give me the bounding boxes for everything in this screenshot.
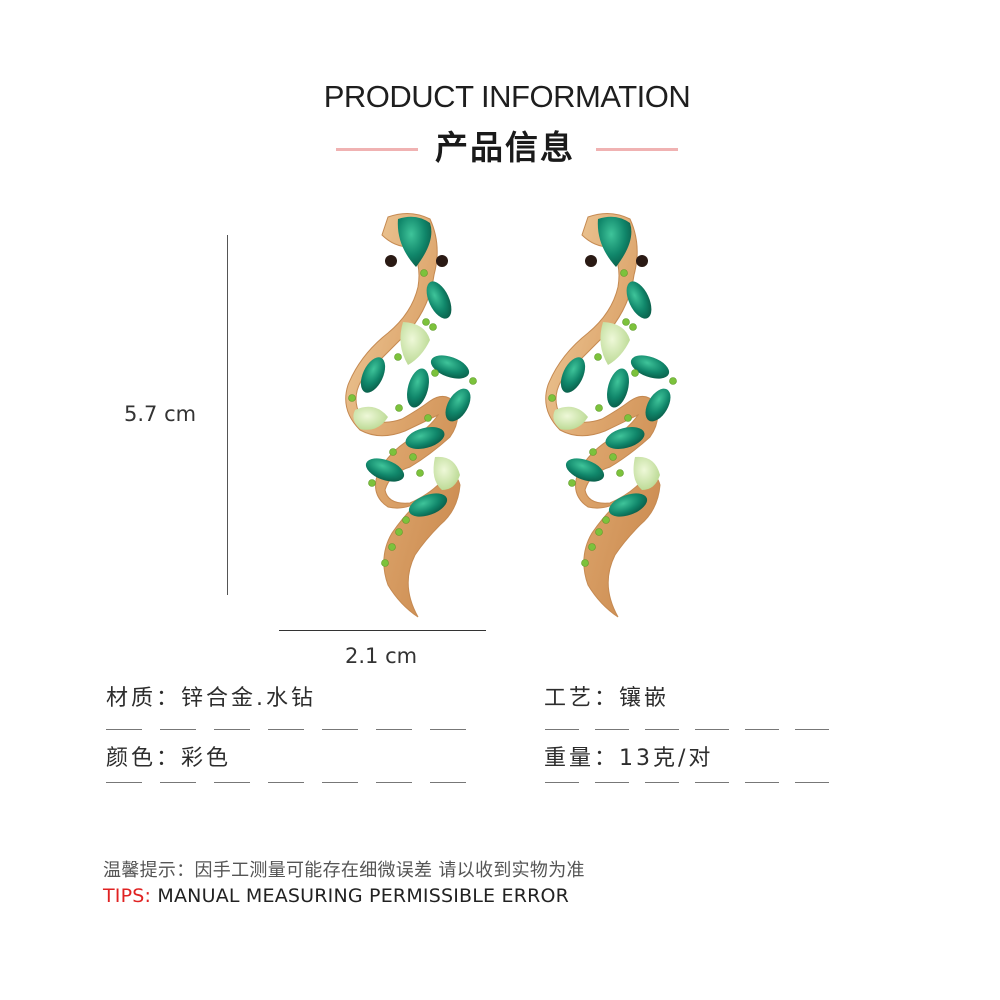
spec-material-value: 锌合金.水钻 <box>181 686 317 711</box>
spec-color-value: 彩色 <box>181 746 232 771</box>
title-left-divider <box>336 148 418 151</box>
snake-earring-right <box>545 212 677 618</box>
height-dimension-line <box>227 235 228 595</box>
spec-material: 材质：锌合金.水钻 <box>106 684 316 714</box>
material-divider <box>106 729 466 730</box>
title-english: PRODUCT INFORMATION <box>323 79 691 114</box>
spec-weight-label: 重量： <box>544 746 620 771</box>
spec-weight-value: 13克/对 <box>619 746 714 771</box>
title-chinese: 产品信息 <box>435 128 575 167</box>
spec-material-label: 材质： <box>106 686 182 711</box>
spec-craft-label: 工艺： <box>544 686 620 711</box>
spec-craft: 工艺：镶嵌 <box>544 684 669 714</box>
title-right-divider <box>596 148 678 151</box>
spec-color-label: 颜色： <box>106 746 182 771</box>
width-dimension-line <box>279 630 486 631</box>
measurement-note-chinese: 温馨提示：因手工测量可能存在细微误差 请以收到实物为准 <box>103 860 585 881</box>
spec-craft-value: 镶嵌 <box>619 686 670 711</box>
height-dimension-label: 5.7 cm <box>124 402 197 426</box>
snake-earring-left <box>345 212 477 618</box>
craft-divider <box>545 729 829 730</box>
color-divider <box>106 782 466 783</box>
tips-label: TIPS: <box>103 885 152 907</box>
spec-weight: 重量：13克/对 <box>544 744 713 774</box>
weight-divider <box>545 782 829 783</box>
width-dimension-label: 2.1 cm <box>345 644 418 668</box>
measurement-note-english: TIPS: MANUAL MEASURING PERMISSIBLE ERROR <box>103 885 569 907</box>
tips-text: MANUAL MEASURING PERMISSIBLE ERROR <box>151 885 570 907</box>
spec-color: 颜色：彩色 <box>106 744 231 774</box>
